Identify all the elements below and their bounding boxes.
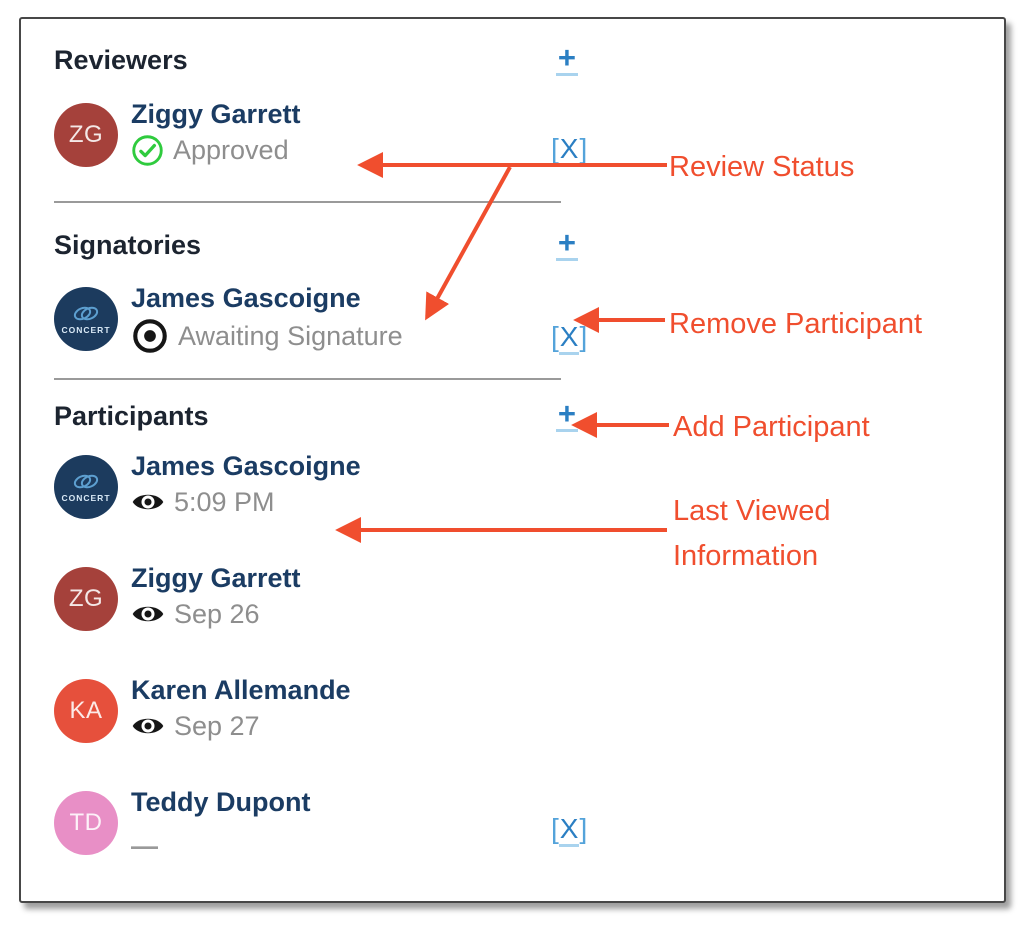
member-info: Karen Allemande Sep 27	[131, 674, 351, 743]
add-signatory-button[interactable]: +	[555, 225, 578, 261]
last-viewed-line: Sep 27	[131, 709, 351, 743]
bracket-open: [	[551, 813, 559, 844]
section-divider	[54, 378, 561, 380]
signatories-title: Signatories	[54, 230, 202, 260]
last-viewed-text: Sep 27	[174, 711, 260, 741]
add-participant-button[interactable]: +	[555, 396, 578, 432]
bracket-open: [	[551, 133, 559, 164]
eye-icon	[131, 601, 165, 627]
check-circle-icon	[131, 134, 164, 167]
member-info: Teddy Dupont —	[131, 786, 310, 861]
eye-icon	[131, 713, 165, 739]
member-info: Ziggy Garrett Sep 26	[131, 562, 301, 631]
signature-status-line: Awaiting Signature	[131, 317, 403, 355]
member-info: James Gascoigne 5:09 PM	[131, 450, 361, 519]
avatar-initials: KA	[69, 697, 103, 724]
reviewer-row-ziggy: ZG Ziggy Garrett Approved [X]	[54, 98, 588, 167]
bracket-close: ]	[579, 813, 588, 844]
review-status-text: Approved	[173, 135, 289, 165]
annotation-review-status: Review Status	[669, 151, 855, 183]
bracket-open: [	[551, 321, 559, 352]
remove-signatory-button[interactable]: [X]	[551, 321, 588, 355]
remove-participant-button[interactable]: [X]	[551, 813, 588, 847]
participants-title: Participants	[54, 401, 209, 431]
participant-row-james: CONCERT James Gascoigne 5:09 PM	[54, 450, 584, 520]
member-name: James Gascoigne	[131, 283, 361, 313]
reviewers-section-header: Reviewers +	[54, 40, 584, 78]
participant-row-teddy: TD Teddy Dupont — [X]	[54, 786, 588, 861]
participant-row-karen: KA Karen Allemande Sep 27	[54, 674, 584, 744]
avatar: ZG	[54, 567, 118, 631]
x-glyph: X	[558, 133, 580, 167]
avatar-logo-caption: CONCERT	[61, 325, 111, 335]
member-name: James Gascoigne	[131, 451, 361, 481]
avatar: TD	[54, 791, 118, 855]
avatar-initials: TD	[69, 809, 103, 836]
member-info: James Gascoigne Awaiting Signature	[131, 282, 403, 355]
section-divider	[54, 201, 561, 203]
add-reviewer-button[interactable]: +	[555, 40, 578, 76]
last-viewed-text: 5:09 PM	[174, 487, 275, 517]
member-name: Karen Allemande	[131, 675, 351, 705]
signatory-row-james: CONCERT James Gascoigne Awaiting Signatu…	[54, 282, 588, 355]
bracket-close: ]	[579, 321, 588, 352]
avatar-company-logo: CONCERT	[54, 287, 118, 351]
signature-status-text: Awaiting Signature	[178, 321, 403, 351]
avatar: ZG	[54, 103, 118, 167]
annotation-last-viewed-line2: Information	[673, 540, 819, 572]
avatar: KA	[54, 679, 118, 743]
last-viewed-empty-dash: —	[131, 831, 158, 861]
concert-logo-icon	[71, 303, 101, 324]
participant-row-ziggy: ZG Ziggy Garrett Sep 26	[54, 562, 584, 632]
avatar-company-logo: CONCERT	[54, 455, 118, 519]
participants-section-header: Participants +	[54, 396, 584, 434]
annotation-last-viewed-line1: Last Viewed	[673, 495, 831, 527]
x-glyph: X	[558, 321, 580, 355]
member-name: Ziggy Garrett	[131, 99, 301, 129]
review-status-line: Approved	[131, 133, 301, 167]
last-viewed-line: Sep 26	[131, 597, 301, 631]
signatories-section-header: Signatories +	[54, 225, 584, 263]
avatar-logo-caption: CONCERT	[61, 493, 111, 503]
member-name: Ziggy Garrett	[131, 563, 301, 593]
participants-panel: Reviewers + ZG Ziggy Garrett Approved	[19, 17, 1006, 903]
member-name: Teddy Dupont	[131, 787, 311, 817]
avatar-initials: ZG	[68, 121, 104, 148]
annotation-last-viewed: Last Viewed Information	[673, 489, 830, 579]
panel-content: Reviewers + ZG Ziggy Garrett Approved	[54, 40, 588, 861]
annotation-remove-participant: Remove Participant	[669, 308, 923, 340]
concert-logo-icon	[71, 471, 101, 492]
avatar-initials: ZG	[68, 585, 104, 612]
annotation-add-participant: Add Participant	[673, 411, 870, 443]
awaiting-signature-icon	[131, 317, 169, 355]
reviewers-title: Reviewers	[54, 45, 188, 75]
last-viewed-text: Sep 26	[174, 599, 260, 629]
last-viewed-line: 5:09 PM	[131, 485, 361, 519]
remove-reviewer-button[interactable]: [X]	[551, 133, 588, 167]
member-info: Ziggy Garrett Approved	[131, 98, 301, 167]
x-glyph: X	[558, 813, 580, 847]
bracket-close: ]	[579, 133, 588, 164]
eye-icon	[131, 489, 165, 515]
